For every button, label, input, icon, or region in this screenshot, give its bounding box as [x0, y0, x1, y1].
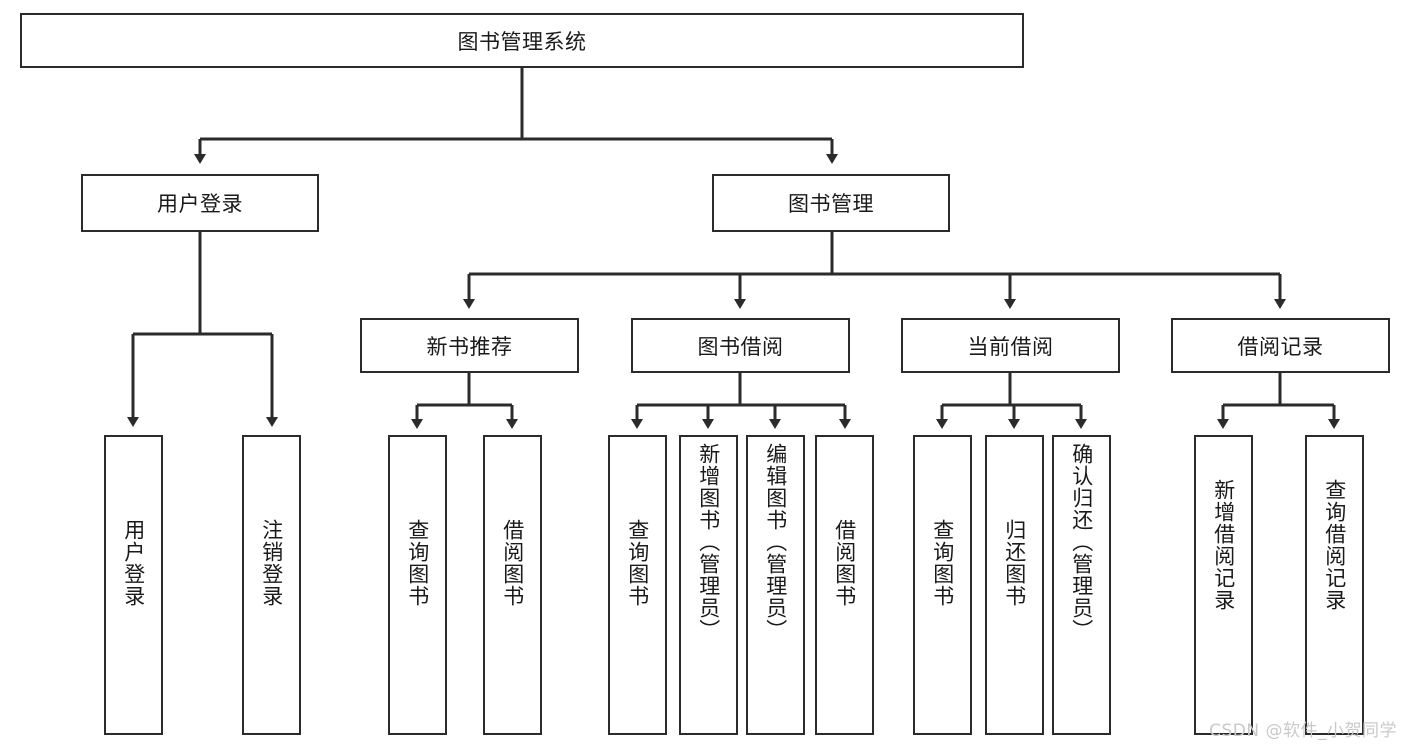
- node-leaf-query-book-1-label: 查询图书: [405, 519, 430, 607]
- node-book-borrow-label: 图书借阅: [697, 334, 784, 359]
- node-book-management-label: 图书管理: [788, 192, 874, 216]
- node-leaf-query-book-3[interactable]: 查询图书: [913, 435, 972, 735]
- node-new-book-recommend[interactable]: 新书推荐: [360, 318, 579, 373]
- node-leaf-user-login[interactable]: 用户登录: [104, 435, 163, 735]
- node-leaf-add-book-label: 新增图书（管理员）: [696, 443, 721, 641]
- node-leaf-logout-login[interactable]: 注销登录: [242, 435, 301, 735]
- node-current-borrow[interactable]: 当前借阅: [901, 318, 1120, 373]
- node-leaf-add-book[interactable]: 新增图书（管理员）: [679, 435, 738, 735]
- node-leaf-edit-book[interactable]: 编辑图书（管理员）: [746, 435, 805, 735]
- node-leaf-query-book-3-label: 查询图书: [930, 519, 955, 607]
- node-leaf-query-book-2[interactable]: 查询图书: [608, 435, 667, 735]
- node-book-management[interactable]: 图书管理: [712, 174, 950, 232]
- node-leaf-borrow-book-1-label: 借阅图书: [500, 519, 525, 607]
- node-leaf-query-record-label: 查询借阅记录: [1322, 479, 1347, 611]
- node-leaf-user-login-label: 用户登录: [121, 519, 146, 607]
- node-leaf-edit-book-label: 编辑图书（管理员）: [763, 443, 788, 641]
- node-leaf-return-book-label: 归还图书: [1002, 519, 1027, 607]
- node-leaf-borrow-book-2[interactable]: 借阅图书: [815, 435, 874, 735]
- node-root[interactable]: 图书管理系统: [20, 13, 1024, 68]
- node-book-borrow[interactable]: 图书借阅: [631, 318, 850, 373]
- node-leaf-add-record[interactable]: 新增借阅记录: [1194, 435, 1253, 735]
- node-leaf-confirm-return[interactable]: 确认归还（管理员）: [1052, 435, 1111, 735]
- node-current-borrow-label: 当前借阅: [967, 334, 1054, 359]
- node-leaf-confirm-return-label: 确认归还（管理员）: [1069, 443, 1094, 641]
- node-user-login[interactable]: 用户登录: [81, 174, 319, 232]
- node-leaf-borrow-book-1[interactable]: 借阅图书: [483, 435, 542, 735]
- watermark: CSDN @软件_小贺同学: [1209, 721, 1397, 741]
- node-root-label: 图书管理系统: [457, 29, 587, 54]
- node-leaf-borrow-book-2-label: 借阅图书: [832, 519, 857, 607]
- node-borrow-record[interactable]: 借阅记录: [1171, 318, 1390, 373]
- node-leaf-query-record[interactable]: 查询借阅记录: [1305, 435, 1364, 735]
- node-leaf-add-record-label: 新增借阅记录: [1211, 479, 1236, 611]
- node-leaf-query-book-2-label: 查询图书: [625, 519, 650, 607]
- node-new-book-recommend-label: 新书推荐: [426, 334, 513, 359]
- node-leaf-logout-login-label: 注销登录: [259, 519, 284, 607]
- node-user-login-label: 用户登录: [157, 192, 243, 216]
- node-leaf-query-book-1[interactable]: 查询图书: [388, 435, 447, 735]
- node-leaf-return-book[interactable]: 归还图书: [985, 435, 1044, 735]
- node-borrow-record-label: 借阅记录: [1237, 334, 1324, 359]
